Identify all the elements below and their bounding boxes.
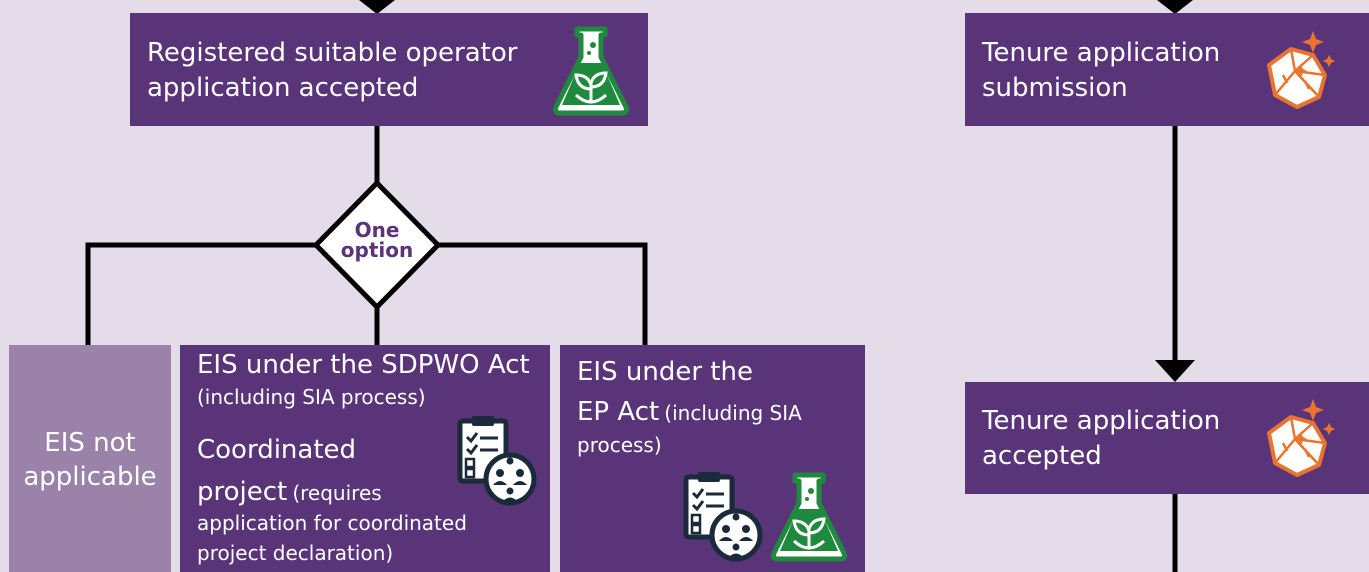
coord-line3: application for coordinated xyxy=(197,511,467,535)
sdpwo-title: EIS under the SDPWO Act xyxy=(197,350,530,380)
clipboard-people-icon xyxy=(683,472,763,562)
decision-diamond xyxy=(312,179,442,311)
flask-leaf-icon xyxy=(553,26,629,116)
ep-including: (including SIA xyxy=(664,401,802,425)
ep-title-line2: EP Act (including SIA xyxy=(577,397,802,428)
tenure-sub-line2: submission xyxy=(982,73,1128,103)
tenure-acc-line2: accepted xyxy=(982,441,1102,471)
ep-title-line1: EIS under the xyxy=(577,357,753,387)
sdpwo-subtitle: (including SIA process) xyxy=(197,385,426,409)
coord-line2: project (requires xyxy=(197,477,382,508)
rock-sparkle-icon xyxy=(1267,31,1335,109)
eis-not-applicable-box: EIS not applicable xyxy=(9,345,171,572)
ep-act-word: EP Act xyxy=(577,397,660,427)
eis-ep-box: EIS under the EP Act (including SIA proc… xyxy=(560,345,865,572)
registered-line2: application accepted xyxy=(147,73,419,103)
coord-line4: project declaration) xyxy=(197,541,394,565)
eis-na-line1: EIS not xyxy=(44,428,136,458)
coord-requires: (requires xyxy=(292,481,382,505)
decision-line2: option xyxy=(340,238,414,262)
flask-leaf-icon xyxy=(771,472,847,562)
tenure-accepted-box: Tenure application accepted xyxy=(965,382,1369,494)
clipboard-people-icon xyxy=(457,416,537,506)
coord-project-word: project xyxy=(197,477,288,507)
registered-operator-box: Registered suitable operator application… xyxy=(130,13,648,126)
decision-line1: One xyxy=(354,218,400,242)
coord-line1: Coordinated xyxy=(197,435,357,465)
tenure-acc-line1: Tenure application xyxy=(982,406,1221,436)
tenure-sub-line1: Tenure application xyxy=(982,38,1221,68)
eis-na-line2: applicable xyxy=(23,462,157,492)
rock-sparkle-icon xyxy=(1267,399,1335,477)
ep-title-line3: process) xyxy=(577,433,662,457)
tenure-submission-box: Tenure application submission xyxy=(965,13,1369,126)
eis-sdpwo-box: EIS under the SDPWO Act (including SIA p… xyxy=(180,345,550,572)
registered-line1: Registered suitable operator xyxy=(147,38,518,68)
decision-label: One option xyxy=(337,220,417,260)
